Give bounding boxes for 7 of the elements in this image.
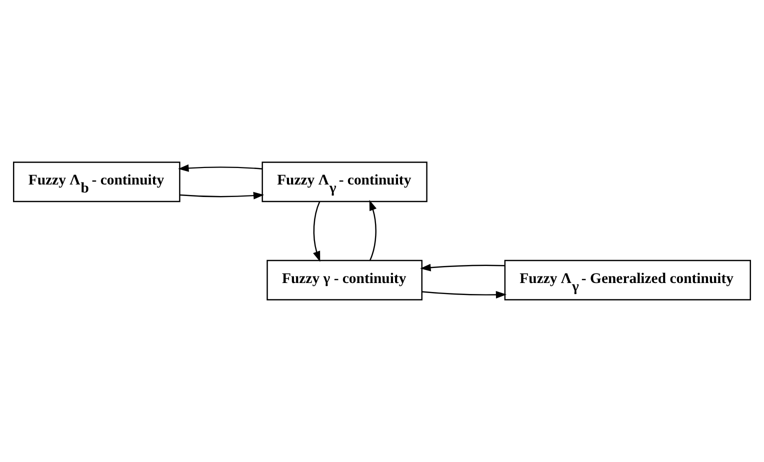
arrow: [422, 291, 507, 298]
arrow: [180, 192, 264, 200]
arrow: [420, 264, 505, 272]
arrow: [313, 201, 320, 262]
arrow: [369, 200, 377, 260]
node-box: Fuzzy γ - continuity: [266, 260, 422, 300]
arrow: [178, 164, 262, 172]
